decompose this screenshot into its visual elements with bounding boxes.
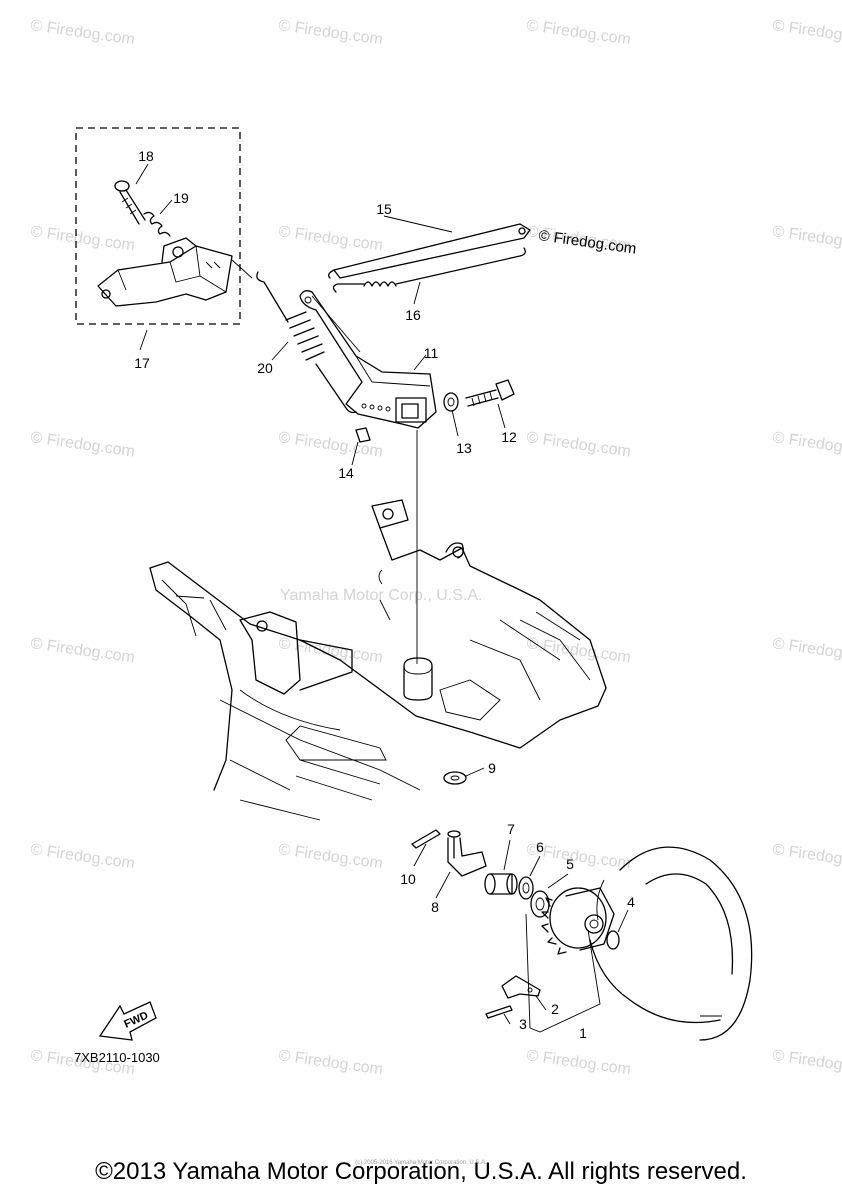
watermark-text: © Firedog.com <box>771 429 842 460</box>
copyright-notice: ©2013 Yamaha Motor Corporation, U.S.A. A… <box>95 1158 747 1185</box>
callout-20: 20 <box>257 360 273 376</box>
side-cover <box>589 846 753 1041</box>
part-11-lever <box>299 290 437 429</box>
crankcase <box>149 499 607 821</box>
callout-6: 6 <box>536 839 544 855</box>
part-4-washer <box>606 930 620 950</box>
part-7-collar <box>484 873 518 895</box>
watermark-text: © Firedog.com <box>29 841 135 872</box>
watermark-text: © Firedog.com <box>277 841 383 872</box>
callout-1: 1 <box>579 1025 587 1041</box>
part-19-spring <box>143 211 171 237</box>
watermark-text: © Firedog.com <box>525 1047 631 1078</box>
callout-7: 7 <box>507 821 515 837</box>
watermark-text: © Firedog.com <box>525 429 631 460</box>
watermark-text: © Firedog.com <box>771 841 842 872</box>
watermark-text: © Firedog.com <box>771 635 842 666</box>
callout-2: 2 <box>551 1001 559 1017</box>
watermark-text: © Firedog.com <box>29 635 135 666</box>
watermark-text: © Firedog.com <box>29 223 135 254</box>
watermark-text: © Firedog.com <box>277 17 383 48</box>
part-14-nut <box>355 427 371 443</box>
callout-13: 13 <box>456 440 472 456</box>
callout-14: 14 <box>338 465 354 481</box>
part-9-washer <box>443 771 467 785</box>
watermark-layer: © Firedog.com © Firedog.com © Firedog.com ©… <box>29 17 842 1078</box>
part-15-rod <box>328 223 531 279</box>
part-12-bolt <box>465 379 515 407</box>
part-8-shaft <box>447 830 487 877</box>
watermark-text: © Firedog.com <box>29 17 135 48</box>
callout-5: 5 <box>566 856 574 872</box>
part-18-screw <box>114 180 146 225</box>
part-10-pin <box>411 829 441 849</box>
watermark-text: © Firedog.com <box>29 429 135 460</box>
callout-4: 4 <box>627 894 635 910</box>
fwd-arrow-icon: FWD <box>98 1001 157 1041</box>
watermark-text: © Firedog.com <box>277 1047 383 1078</box>
leader-lines <box>135 163 629 1033</box>
callout-8: 8 <box>431 899 439 915</box>
watermark-text: © Firedog.com <box>277 635 383 666</box>
part-20-spring <box>256 271 357 414</box>
tiny-credit: (c) 2005-2016 Yamaha Motor Corporation, … <box>355 1160 487 1166</box>
part-6-washer <box>518 876 534 900</box>
callout-19: 19 <box>173 190 189 206</box>
callout-16: 16 <box>405 307 421 323</box>
callout-10: 10 <box>400 871 416 887</box>
watermark-text: © Firedog.com <box>525 17 631 48</box>
assembly-17-box <box>75 127 241 325</box>
callout-12: 12 <box>501 429 517 445</box>
part-1-gear <box>541 887 615 955</box>
callout-15: 15 <box>376 201 392 217</box>
watermark-text: © Firedog.com <box>771 17 842 48</box>
watermark-text: © Firedog.com <box>771 223 842 254</box>
callout-9: 9 <box>488 760 496 776</box>
watermark-text: © Firedog.com <box>771 1047 842 1078</box>
watermark-text: © Firedog.com <box>525 635 631 666</box>
callout-labels: 1 2 3 4 5 6 7 8 9 10 11 12 13 14 15 16 1… <box>134 148 635 1041</box>
part-13-washer <box>443 392 459 412</box>
part-2-weight <box>501 975 541 999</box>
callout-3: 3 <box>519 1016 527 1032</box>
part-3-pin <box>485 1005 513 1019</box>
watermark-text: © Firedog.com <box>277 223 383 254</box>
center-watermark: Yamaha Motor Corp., U.S.A. <box>280 587 482 604</box>
diagram-code: 7XB2110-1030 <box>74 1050 160 1065</box>
callout-18: 18 <box>138 148 154 164</box>
part-5-washer <box>530 890 550 918</box>
part-17-bracket <box>97 237 233 307</box>
callout-17: 17 <box>134 355 150 371</box>
connector-line-17 <box>231 259 253 279</box>
part-16-spring <box>332 247 526 293</box>
callout-11: 11 <box>424 345 439 361</box>
